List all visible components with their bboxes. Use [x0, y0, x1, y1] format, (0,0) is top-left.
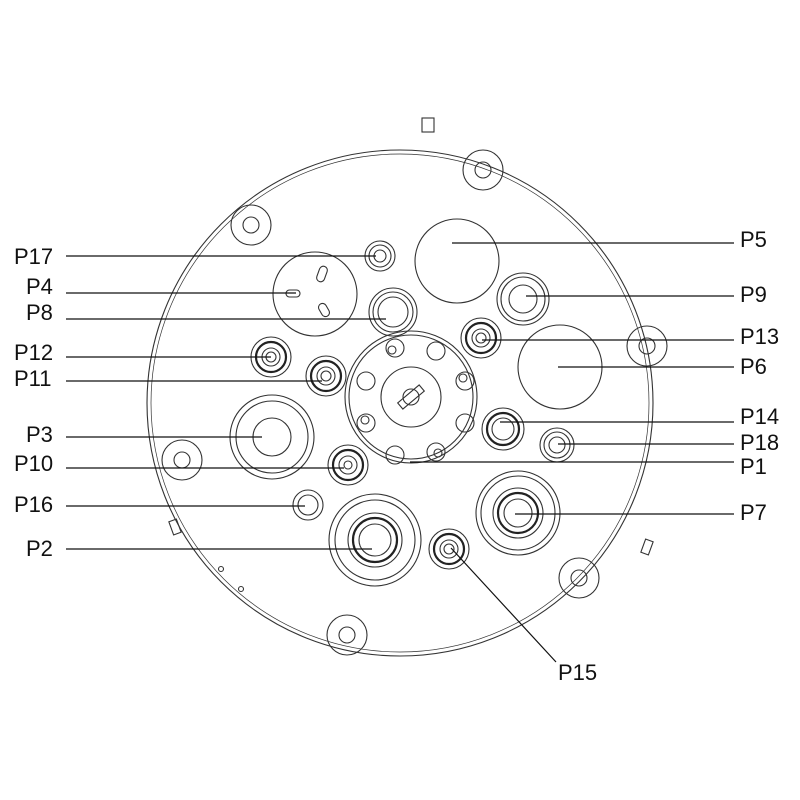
top-tab	[421, 117, 435, 133]
label-p11: P11	[14, 366, 52, 391]
callout-labels: P17 P4 P8 P12 P11 P3 P10 P16 P2 P5 P9 P1…	[14, 227, 779, 685]
label-p1: P1	[740, 454, 767, 479]
left-tab	[168, 518, 182, 536]
part-p5	[414, 218, 500, 304]
leader-lines	[66, 242, 734, 663]
label-p14: P14	[740, 404, 779, 429]
label-p5: P5	[740, 227, 767, 252]
leader-p15	[450, 547, 557, 663]
mounting-hole	[462, 149, 504, 191]
label-p15: P15	[558, 660, 597, 685]
part-p15	[428, 528, 470, 570]
part-p1-hub	[344, 330, 478, 465]
part-p10	[327, 444, 369, 486]
mounting-hole	[230, 204, 272, 246]
label-p18: P18	[740, 430, 779, 455]
part-p18	[539, 427, 575, 463]
part-p8	[368, 287, 418, 337]
mounting-holes	[161, 149, 668, 656]
part-p13	[460, 317, 502, 359]
part-p2	[328, 493, 422, 587]
label-p17: P17	[14, 244, 53, 269]
mounting-hole	[558, 557, 600, 599]
part-p9	[496, 272, 550, 326]
mounting-plate	[146, 117, 654, 657]
label-p6: P6	[740, 354, 767, 379]
label-p7: P7	[740, 500, 767, 525]
label-p10: P10	[14, 451, 53, 476]
part-p16	[292, 489, 324, 521]
mounting-hole	[161, 439, 203, 481]
label-p2: P2	[26, 536, 53, 561]
label-p13: P13	[740, 324, 779, 349]
label-p3: P3	[26, 422, 53, 447]
label-p4: P4	[26, 274, 53, 299]
part-p14	[481, 407, 525, 451]
right-tab	[640, 538, 654, 556]
part-p7	[475, 470, 561, 556]
mounting-hole	[626, 325, 668, 367]
label-p9: P9	[740, 282, 767, 307]
label-p12: P12	[14, 340, 53, 365]
mounting-hole	[326, 614, 368, 656]
label-p8: P8	[26, 300, 53, 325]
part-p4	[272, 251, 358, 337]
label-p16: P16	[14, 492, 53, 517]
part-p11	[305, 355, 347, 397]
